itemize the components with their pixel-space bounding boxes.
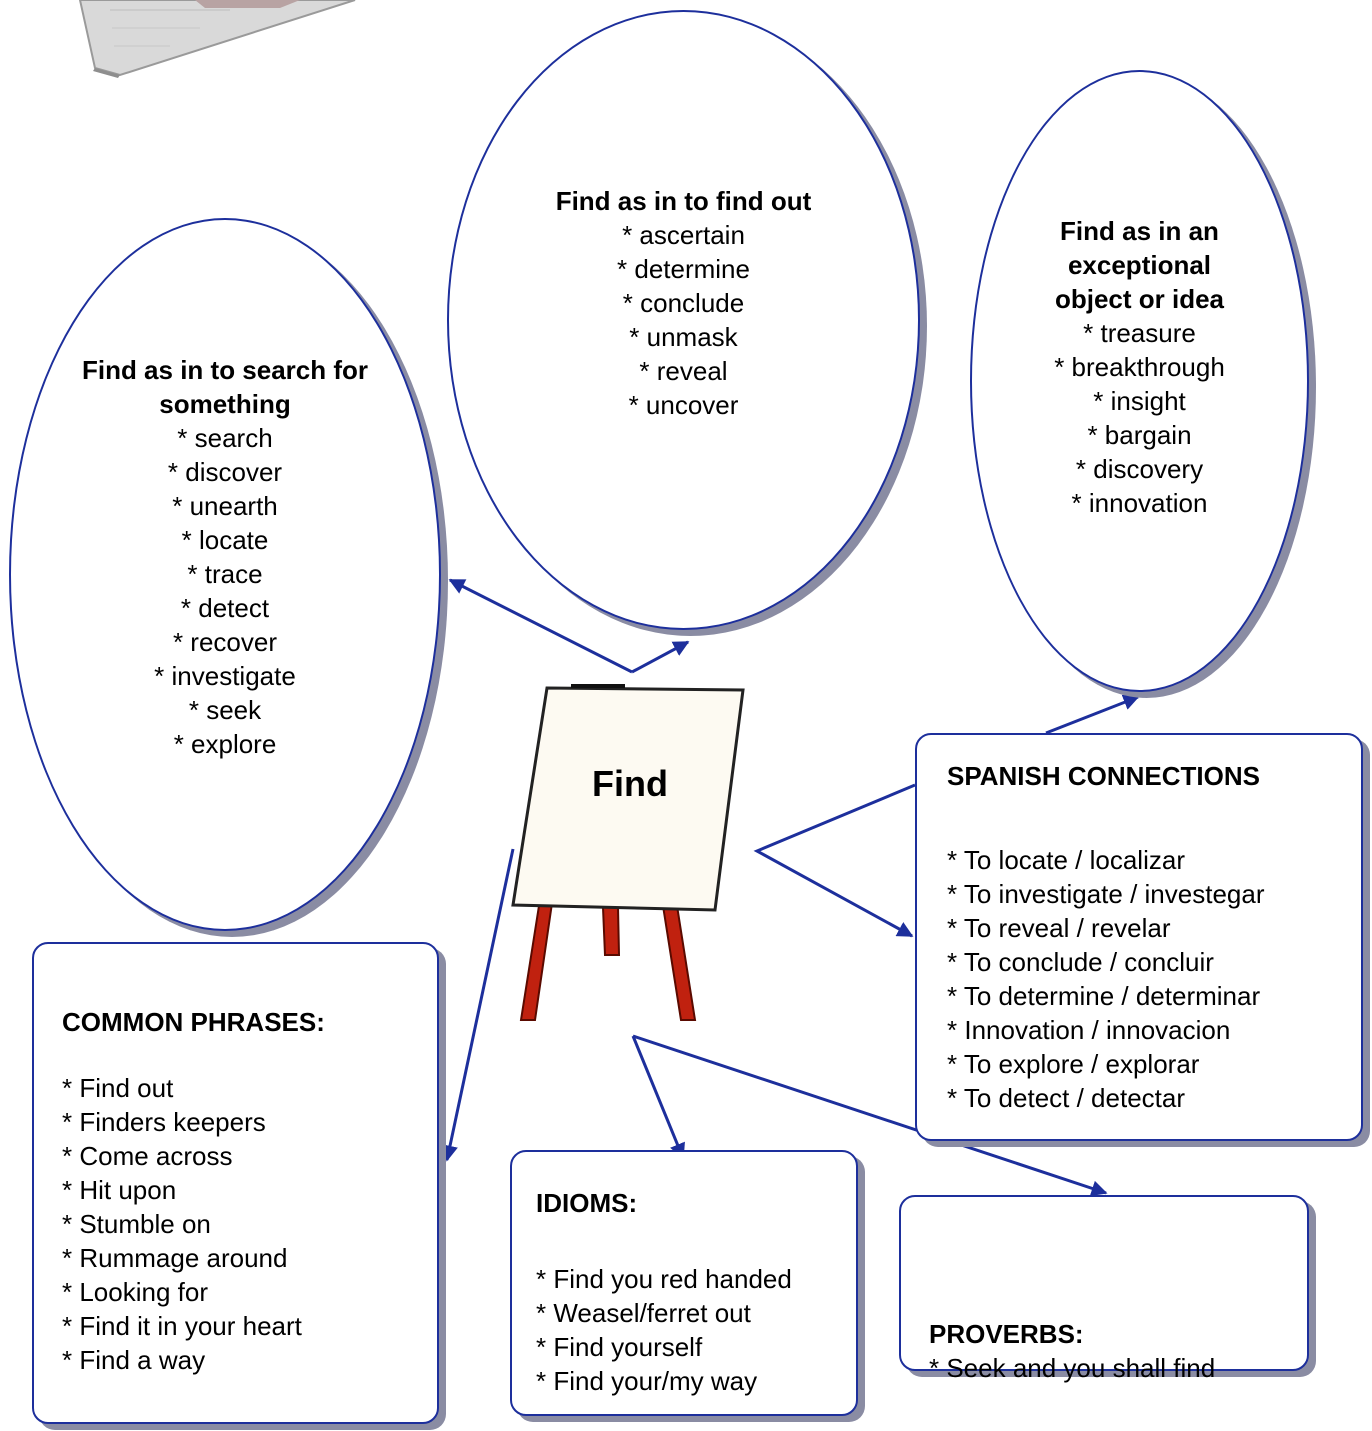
center-title: Find	[592, 763, 668, 804]
list-item: * seek	[188, 695, 262, 725]
exceptional-bubble-title: Find as in an exceptional object or idea	[1054, 216, 1225, 314]
list-item: * insight	[1093, 386, 1186, 416]
list-item: * Finders keepers	[62, 1107, 266, 1137]
arrow-to-find-out-bubble	[631, 640, 690, 674]
arrow-to-proverbs	[632, 1034, 1108, 1197]
search-bubble-title: Find as in to search for something	[81, 355, 369, 419]
list-item: * Innovation / innovacion	[947, 1015, 1231, 1045]
common-phrases-title: COMMON PHRASES:	[62, 1007, 325, 1037]
list-item: * conclude	[622, 288, 745, 318]
search-bubble: Find as in to search for something * sea…	[9, 218, 441, 931]
exceptional-bubble: Find as in an exceptional object or idea…	[970, 70, 1309, 692]
list-item: * Find out	[62, 1073, 174, 1103]
list-item: * Find you red handed	[536, 1264, 792, 1294]
list-item: * Seek and you shall find	[929, 1353, 1216, 1383]
easel-icon	[511, 684, 745, 1021]
list-item: * To detect / detectar	[947, 1083, 1185, 1113]
list-item: * reveal	[639, 356, 728, 386]
list-item: * To investigate / investegar	[947, 879, 1265, 909]
arrow-to-idioms	[631, 1035, 685, 1160]
list-item: * unearth	[172, 491, 278, 521]
find-out-bubble-title: Find as in to find out	[555, 186, 812, 216]
list-item: * treasure	[1083, 318, 1196, 348]
proverbs-box: PROVERBS: * Seek and you shall find	[899, 1195, 1309, 1383]
list-item: * ascertain	[622, 220, 745, 250]
list-item: * breakthrough	[1054, 352, 1225, 382]
list-item: * recover	[172, 627, 278, 657]
list-item: * Find a way	[62, 1345, 206, 1375]
spanish-connections-title: SPANISH CONNECTIONS	[947, 761, 1260, 791]
list-item: * Find your/my way	[536, 1366, 758, 1396]
list-item: * Stumble on	[62, 1209, 211, 1239]
arrow-to-spanish-box	[753, 783, 916, 938]
arrow-to-common-phrases	[442, 848, 515, 1162]
find-out-bubble: Find as in to find out * ascertain * det…	[447, 10, 920, 630]
list-item: * locate	[181, 525, 269, 555]
list-item: * To explore / explorar	[947, 1049, 1200, 1079]
spanish-connections-box: SPANISH CONNECTIONS * To locate / locali…	[915, 733, 1363, 1141]
list-item: * trace	[187, 559, 263, 589]
list-item: * Find yourself	[536, 1332, 703, 1362]
list-item: * investigate	[154, 661, 296, 691]
list-item: * discovery	[1075, 454, 1204, 484]
idioms-box: IDIOMS: * Find you red handed * Weasel/f…	[510, 1150, 858, 1416]
list-item: * unmask	[629, 322, 738, 352]
idioms-title: IDIOMS:	[536, 1188, 638, 1218]
list-item: * search	[177, 423, 273, 453]
arrow-to-exceptional-bubble	[1045, 694, 1140, 735]
list-item: * detect	[180, 593, 270, 623]
list-item: * To reveal / revelar	[947, 913, 1171, 943]
proverbs-title: PROVERBS:	[929, 1319, 1084, 1349]
list-item: * Weasel/ferret out	[536, 1298, 751, 1328]
list-item: * To determine / determinar	[947, 981, 1261, 1011]
list-item: * Looking for	[62, 1277, 208, 1307]
list-item: * uncover	[628, 390, 739, 420]
list-item: * To conclude / concluir	[947, 947, 1214, 977]
arrow-to-search-bubble	[448, 578, 633, 674]
list-item: * bargain	[1087, 420, 1192, 450]
list-item: * innovation	[1071, 488, 1208, 518]
list-item: * To locate / localizar	[947, 845, 1185, 875]
common-phrases-box: COMMON PHRASES: * Find out * Finders kee…	[32, 942, 439, 1424]
list-item: * explore	[173, 729, 277, 759]
list-item: * discover	[167, 457, 283, 487]
list-item: * Rummage around	[62, 1243, 288, 1273]
clipboard-image	[78, 0, 356, 78]
list-item: * determine	[617, 254, 750, 284]
list-item: * Come across	[62, 1141, 233, 1171]
list-item: * Find it in your heart	[62, 1311, 302, 1341]
list-item: * Hit upon	[62, 1175, 177, 1205]
